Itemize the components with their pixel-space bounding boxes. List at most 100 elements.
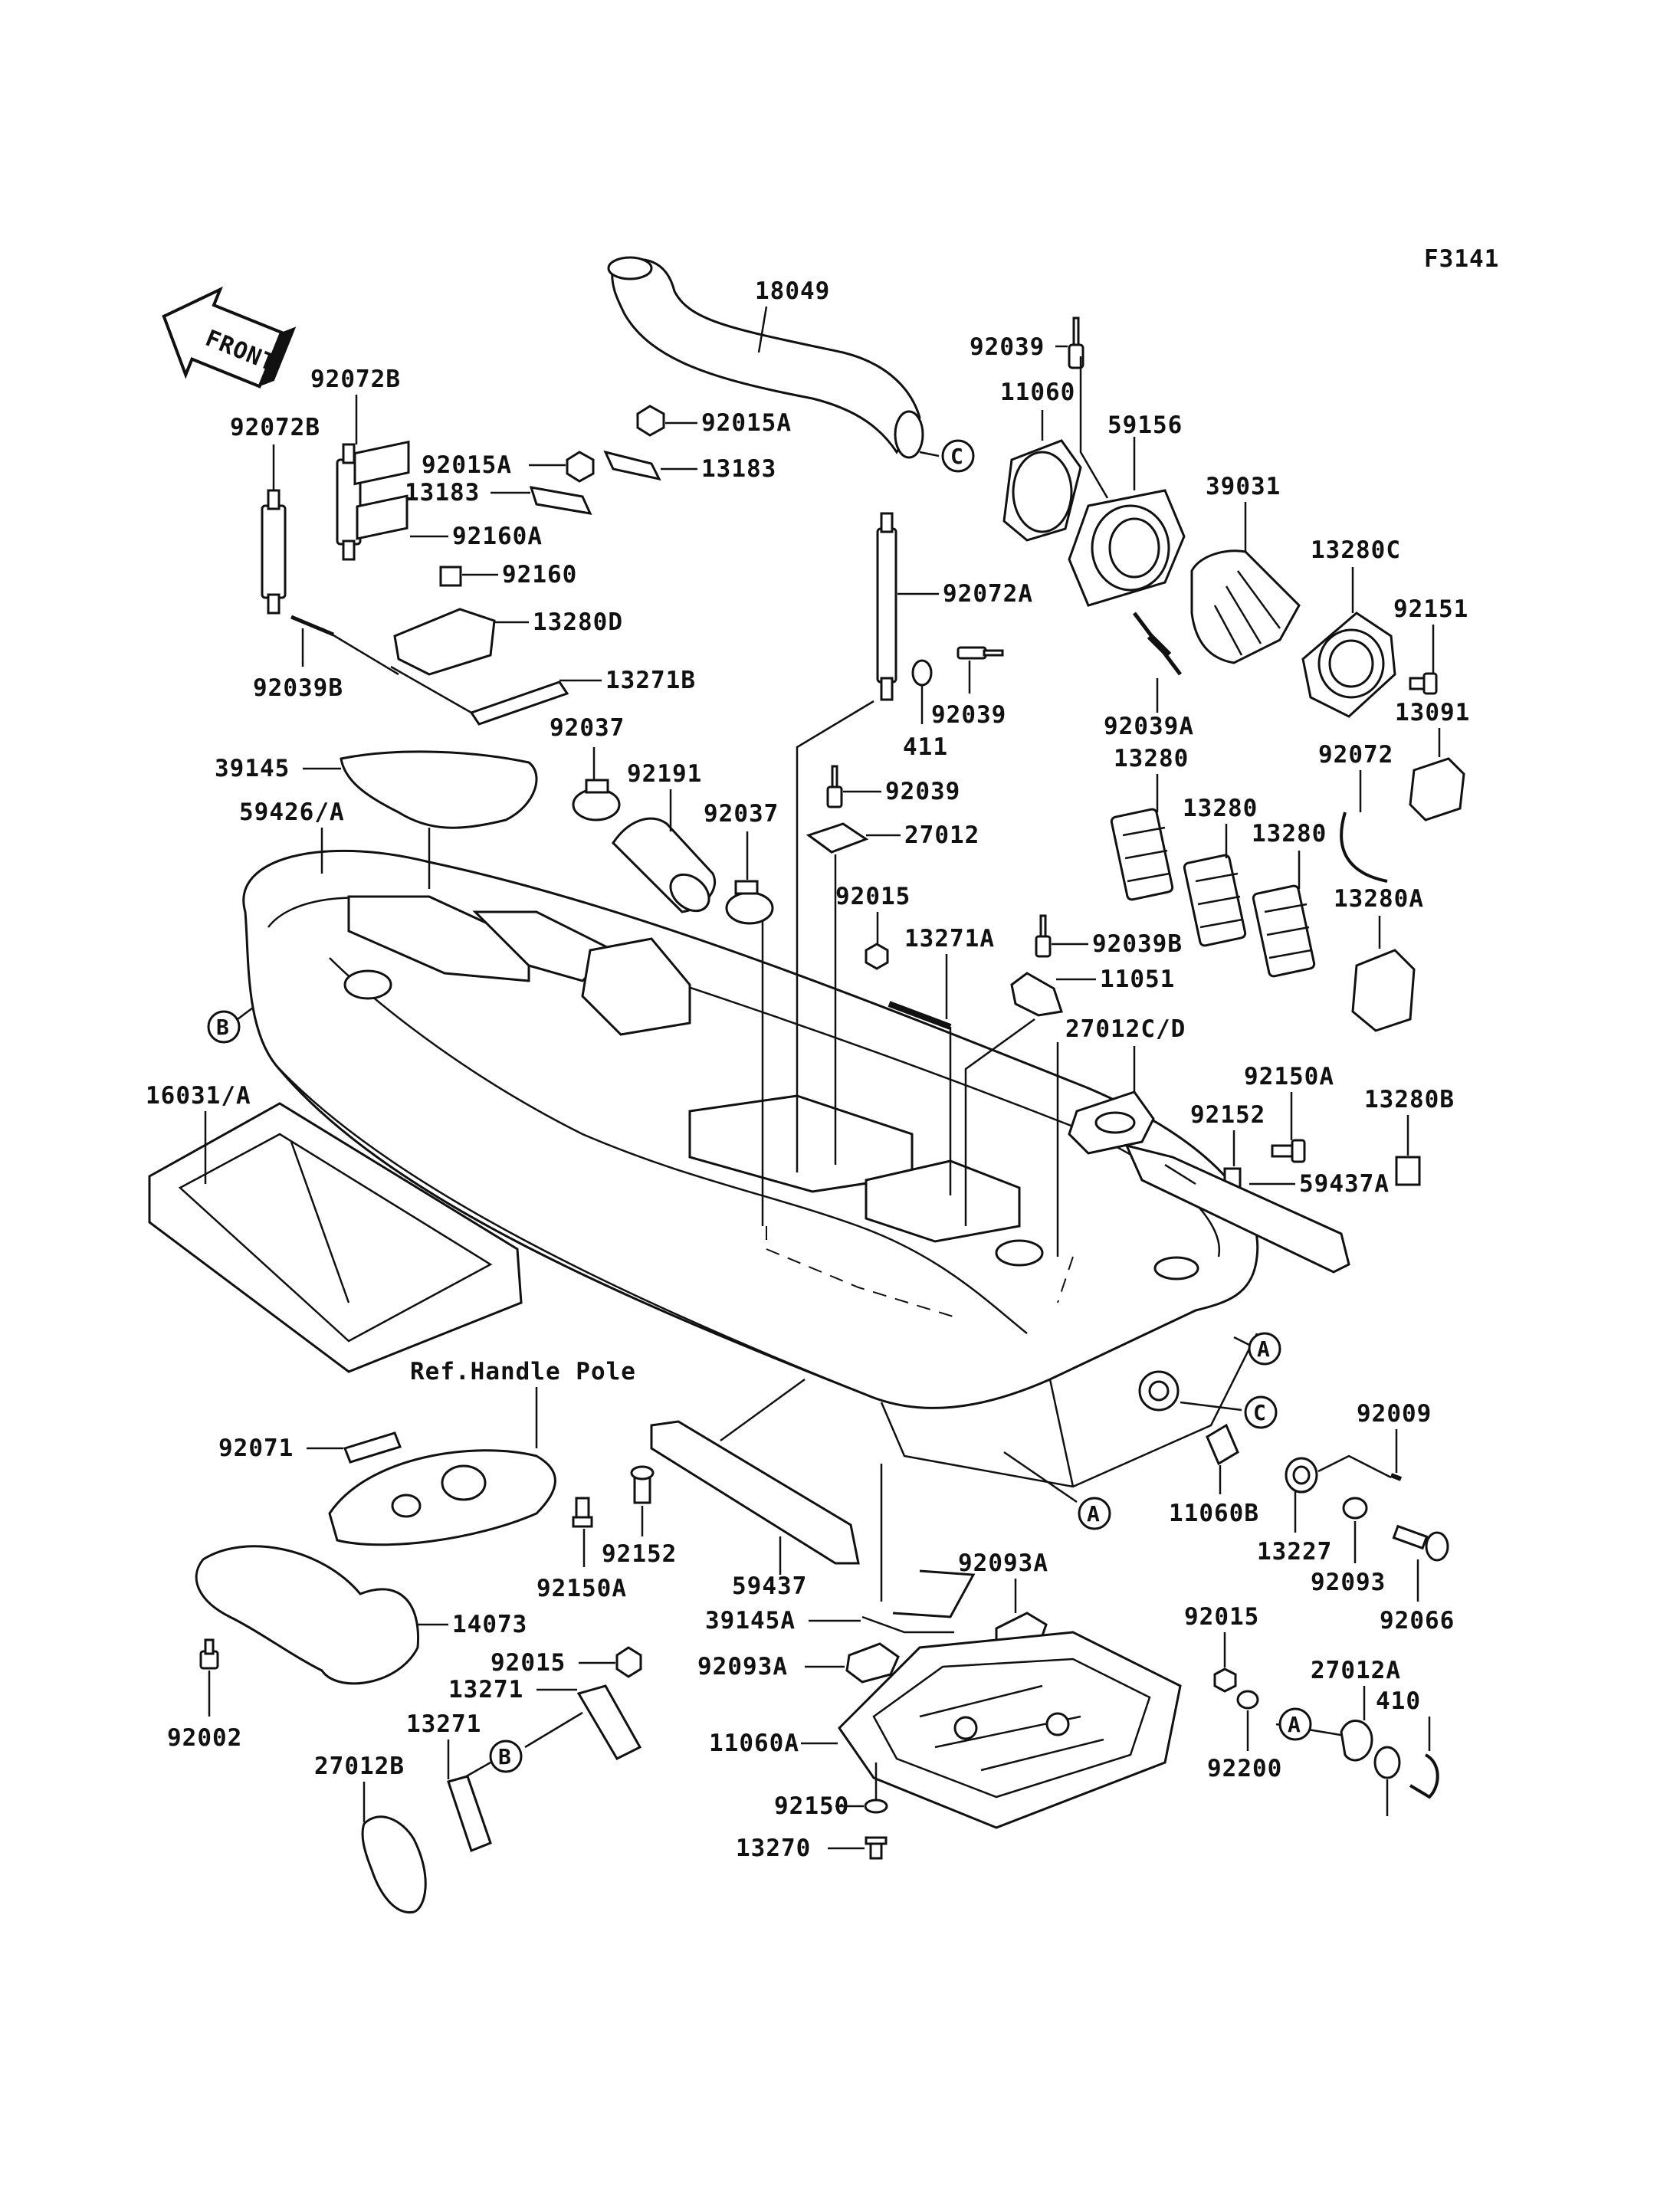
hose-92191 — [612, 817, 717, 913]
label-13227: 13227 — [1257, 1538, 1332, 1566]
bolt-92152-2 — [630, 1465, 655, 1504]
label-13091: 13091 — [1395, 699, 1470, 726]
seal-39145A — [892, 1569, 976, 1618]
callout-c-1: C — [919, 439, 975, 473]
bracket-11051 — [1010, 972, 1063, 1017]
label-27012CD: 27012C/D — [1065, 1015, 1186, 1043]
label-59426A: 59426/A — [239, 798, 345, 826]
handle-pole-assembly — [328, 1449, 556, 1546]
plate-13270 — [1373, 1746, 1401, 1779]
nut-92015A-2 — [566, 451, 595, 483]
label-18049: 18049 — [755, 277, 830, 305]
label-410: 92150 — [774, 1792, 849, 1820]
label-92072B-left: 92072B — [230, 414, 320, 441]
clip-13091 — [1409, 757, 1465, 821]
label-92150A-1: 92150A — [1244, 1063, 1334, 1090]
label-411: 411 — [903, 733, 948, 761]
pin-92039B-right — [1035, 914, 1052, 958]
washer-411 — [911, 659, 933, 687]
label-92072B-right: 92072B — [310, 366, 401, 393]
nut-92015-1 — [865, 943, 889, 970]
washer-410 — [864, 1799, 888, 1814]
nut-92015A-1 — [636, 405, 665, 437]
label-92093A-2: 92093A — [697, 1653, 788, 1681]
label-92039B-2: 92039B — [1092, 930, 1183, 958]
svg-text:C: C — [950, 444, 963, 469]
bolt-92150A-2 — [572, 1497, 593, 1528]
label-92015A-1: 92015A — [701, 409, 792, 437]
clamp-92037-2 — [725, 880, 774, 925]
decal-92160 — [439, 566, 462, 587]
plate-27012 — [806, 822, 869, 854]
ref-handle-pole: Ref.Handle Pole — [410, 1358, 636, 1385]
hull-body — [242, 849, 1259, 1488]
cover-27012B — [361, 1815, 427, 1913]
pin-92039-mid — [956, 646, 1004, 660]
label-39145A: 39145A — [705, 1607, 796, 1635]
clip-13280-2 — [1183, 854, 1247, 947]
pin-92039-center — [826, 765, 843, 808]
label-92015A-2: 92015A — [422, 451, 512, 479]
label-39145: 39145 — [215, 755, 290, 782]
label-13280-1: 13280 — [1114, 745, 1189, 772]
label-92037-1: 92037 — [550, 714, 625, 742]
svg-text:C: C — [1253, 1400, 1266, 1425]
svg-text:A: A — [1288, 1712, 1301, 1737]
rod-13271A — [888, 1001, 952, 1030]
label-13271-2: 13271 — [406, 1710, 481, 1738]
label-92072A: 92072A — [943, 580, 1033, 608]
bracket-13280D — [393, 608, 496, 676]
plate-13183-2 — [529, 486, 592, 515]
rail-59437A — [1124, 1143, 1350, 1274]
label-92200: 92200 — [1207, 1755, 1282, 1782]
gasket-11060 — [1002, 439, 1082, 542]
washer-92200 — [1236, 1690, 1259, 1710]
label-92160: 92160 — [502, 561, 577, 589]
pin-92039A — [1133, 612, 1182, 676]
label-92191: 92191 — [627, 760, 702, 788]
ride-plate-59446 — [838, 1631, 1182, 1829]
callout-a-3: A — [1275, 1707, 1346, 1741]
clip-13280A — [1351, 949, 1416, 1032]
label-92002: 92002 — [167, 1724, 242, 1752]
label-13271-1: 13271 — [448, 1676, 523, 1703]
nut-92015-3 — [1213, 1667, 1237, 1693]
plate-13271-1 — [576, 1684, 642, 1760]
decal-92160A-2 — [356, 494, 409, 540]
clip-13280B — [1395, 1156, 1421, 1186]
bolt-92002 — [199, 1638, 219, 1670]
plate-13271B — [469, 680, 569, 726]
label-13280A: 13280A — [1334, 885, 1424, 913]
figure-code: F3141 — [1424, 245, 1499, 273]
seal-39145 — [340, 750, 538, 829]
label-92009: 92009 — [1357, 1400, 1432, 1428]
svg-text:B: B — [216, 1015, 229, 1040]
cover-14073 — [195, 1545, 420, 1685]
label-59437: 59437 — [732, 1572, 807, 1600]
label-59156: 59156 — [1107, 412, 1183, 439]
label-13280D: 13280D — [533, 608, 623, 636]
strap-92072B-left — [261, 489, 287, 615]
decal-92160A — [353, 440, 410, 486]
label-92150: 13270 — [736, 1835, 811, 1862]
label-27012: 27012 — [904, 821, 979, 849]
tray-16031A — [148, 1102, 523, 1373]
label-92039-b: 92039 — [931, 701, 1006, 729]
nut-92015-2 — [615, 1646, 642, 1678]
plate-13183-1 — [603, 450, 661, 481]
label-92037-2: 92037 — [704, 800, 779, 828]
label-13271B: 13271B — [605, 667, 696, 694]
label-92151: 92151 — [1393, 595, 1468, 623]
label-92015-3: 92015 — [1184, 1603, 1259, 1631]
label-13280-3: 13280 — [1252, 820, 1327, 848]
clip-27012A — [1409, 1753, 1439, 1799]
washer-92093 — [1342, 1497, 1368, 1520]
callout-b-1: B — [207, 1007, 254, 1044]
flange-59156 — [1068, 489, 1186, 607]
label-59437A: 59437A — [1299, 1170, 1390, 1198]
label-11060A: 27012A — [1311, 1657, 1401, 1684]
strap-92072A — [876, 512, 897, 701]
label-92066: 92066 — [1380, 1607, 1455, 1635]
drain-plug-92066 — [1392, 1524, 1449, 1562]
